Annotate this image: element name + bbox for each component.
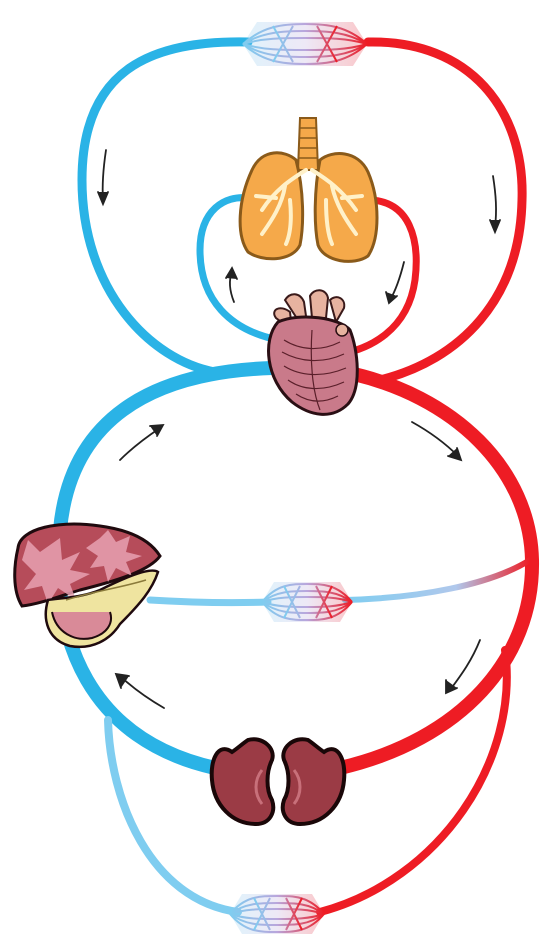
arrow-right-down-icon [446, 640, 480, 693]
arrow-pulmonary-up-icon [226, 268, 237, 302]
arrow-lower-left-up-icon [120, 425, 163, 460]
capillary-bed-top [243, 22, 367, 66]
capillary-bed-middle [262, 582, 352, 622]
arrow-upper-right-icon [490, 176, 500, 232]
arrow-pulmonary-down-icon [386, 262, 404, 303]
liver-icon [15, 524, 160, 647]
arrow-upper-left-icon [98, 150, 108, 204]
capillary-bed-bottom [230, 894, 324, 934]
lungs-icon [240, 118, 377, 261]
upper-vein [82, 42, 248, 372]
heart-icon [269, 290, 358, 414]
kidneys-icon [212, 739, 345, 824]
arrow-left-up-icon [116, 674, 164, 708]
hepatic-branch [150, 600, 268, 603]
mesenteric-artery [345, 560, 530, 600]
